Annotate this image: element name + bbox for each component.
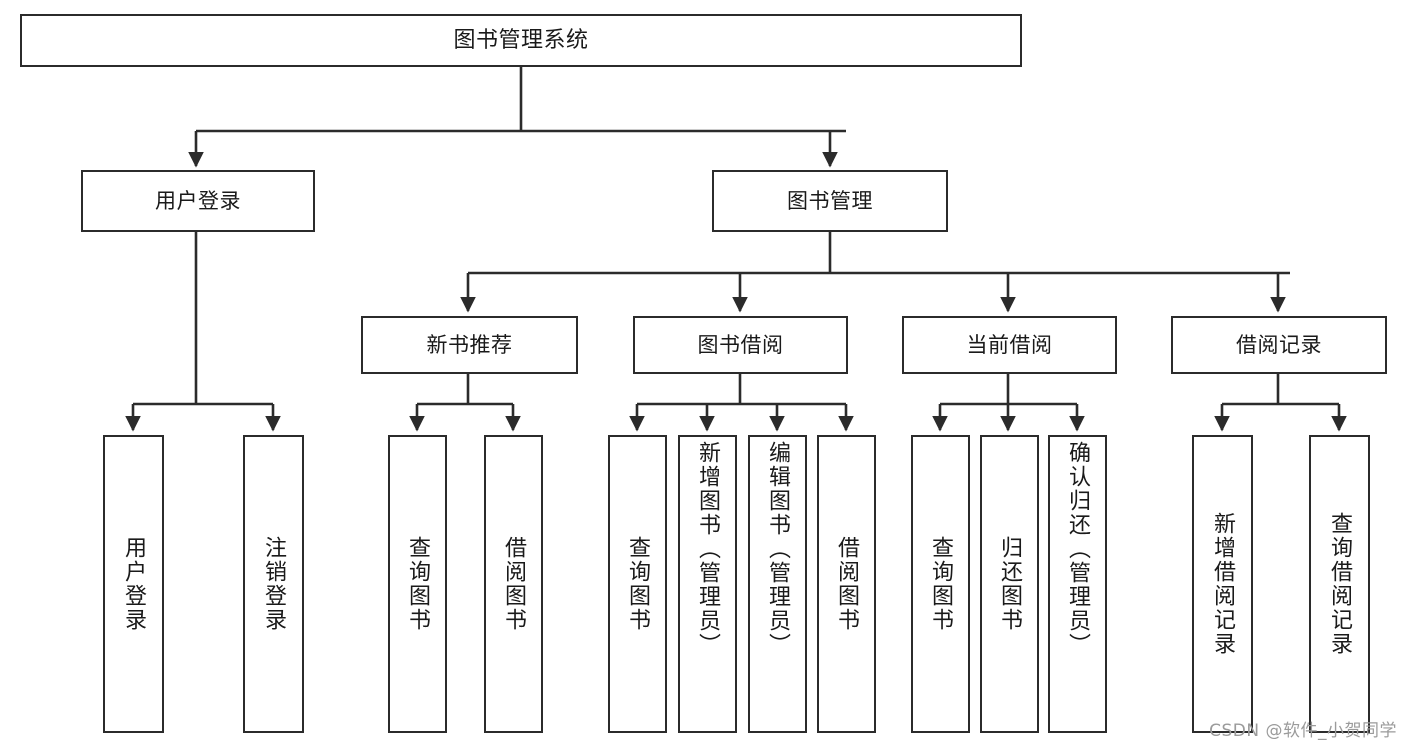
node-leaf-query-book-borrow[interactable]: 查询图书 [608, 435, 667, 733]
node-book-management[interactable]: 图书管理 [712, 170, 948, 232]
node-book-borrow[interactable]: 图书借阅 [633, 316, 848, 374]
node-current-borrow[interactable]: 当前借阅 [902, 316, 1117, 374]
node-current-borrow-label: 当前借阅 [966, 332, 1053, 357]
node-book-borrow-label: 图书借阅 [697, 332, 784, 357]
node-leaf-query-book-borrow-label: 查询图书 [625, 536, 651, 632]
node-new-book-recommend[interactable]: 新书推荐 [361, 316, 578, 374]
node-leaf-confirm-return[interactable]: 确认归还（管理员） [1048, 435, 1107, 733]
node-leaf-add-book-label: 新增图书（管理员） [695, 441, 721, 657]
node-leaf-borrow-book-action[interactable]: 借阅图书 [817, 435, 876, 733]
node-leaf-return-book[interactable]: 归还图书 [980, 435, 1039, 733]
node-borrow-record[interactable]: 借阅记录 [1171, 316, 1387, 374]
node-leaf-query-book-new-label: 查询图书 [405, 536, 431, 632]
watermark: CSDN @软件_小贺同学 [1209, 721, 1397, 741]
node-leaf-user-login[interactable]: 用户登录 [103, 435, 164, 733]
node-new-book-recommend-label: 新书推荐 [426, 332, 513, 357]
node-leaf-query-book-current-label: 查询图书 [928, 536, 954, 632]
node-leaf-edit-book[interactable]: 编辑图书（管理员） [748, 435, 807, 733]
node-leaf-add-borrow-record-label: 新增借阅记录 [1210, 512, 1236, 656]
node-book-management-label: 图书管理 [787, 188, 873, 213]
node-leaf-logout[interactable]: 注销登录 [243, 435, 304, 733]
node-leaf-query-borrow-record[interactable]: 查询借阅记录 [1309, 435, 1370, 733]
node-leaf-add-book[interactable]: 新增图书（管理员） [678, 435, 737, 733]
node-leaf-query-borrow-record-label: 查询借阅记录 [1327, 512, 1353, 656]
node-leaf-confirm-return-label: 确认归还（管理员） [1065, 441, 1091, 657]
node-leaf-logout-label: 注销登录 [261, 536, 287, 632]
node-leaf-borrow-book-new-label: 借阅图书 [501, 536, 527, 632]
node-user-login[interactable]: 用户登录 [81, 170, 315, 232]
node-leaf-add-borrow-record[interactable]: 新增借阅记录 [1192, 435, 1253, 733]
node-leaf-borrow-book-action-label: 借阅图书 [834, 536, 860, 632]
node-leaf-query-book-new[interactable]: 查询图书 [388, 435, 447, 733]
node-borrow-record-label: 借阅记录 [1236, 332, 1322, 357]
node-leaf-return-book-label: 归还图书 [997, 536, 1023, 632]
node-leaf-borrow-book-new[interactable]: 借阅图书 [484, 435, 543, 733]
node-leaf-edit-book-label: 编辑图书（管理员） [765, 441, 791, 657]
node-user-login-label: 用户登录 [155, 188, 241, 213]
node-root-label: 图书管理系统 [453, 27, 589, 53]
node-leaf-user-login-label: 用户登录 [121, 536, 147, 632]
node-leaf-query-book-current[interactable]: 查询图书 [911, 435, 970, 733]
node-root[interactable]: 图书管理系统 [20, 14, 1022, 67]
